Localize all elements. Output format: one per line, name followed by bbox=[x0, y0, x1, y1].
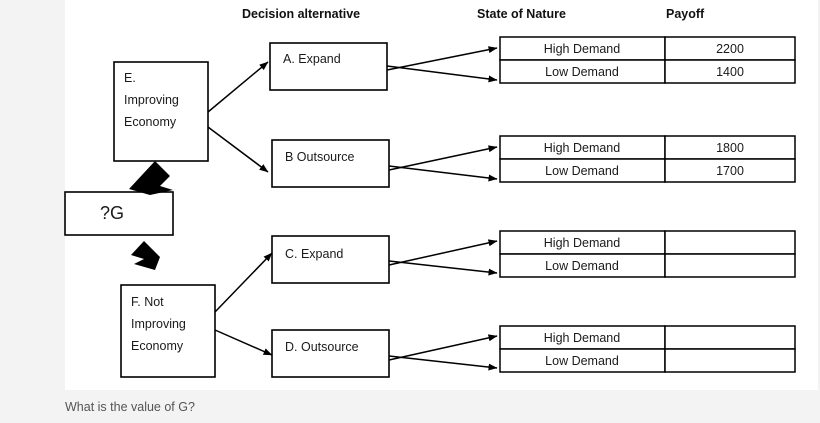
state-label-a-low: Low Demand bbox=[545, 65, 619, 79]
connector-b-to-high bbox=[388, 145, 498, 171]
node-economy-f-line-2: Improving bbox=[131, 317, 186, 331]
connector-b-to-low bbox=[388, 165, 498, 182]
node-alternative-d-label: D. Outsource bbox=[285, 340, 359, 354]
connector-d-to-high bbox=[388, 334, 498, 361]
header-payoff: Payoff bbox=[666, 7, 705, 21]
payoff-cell-c-high bbox=[664, 230, 796, 255]
node-alternative-a bbox=[269, 42, 388, 91]
payoff-value-b-low: 1700 bbox=[716, 164, 744, 178]
connector-e-to-b bbox=[207, 126, 269, 173]
payoff-table-a: High Demand 2200 Low Demand 1400 bbox=[499, 36, 796, 84]
header-decision-alternative: Decision alternative bbox=[242, 7, 360, 21]
payoff-cell-b-low bbox=[664, 158, 796, 183]
payoff-value-a-high: 2200 bbox=[716, 42, 744, 56]
node-economy-e-line-1: E. bbox=[124, 71, 136, 85]
node-alternative-c bbox=[271, 235, 390, 284]
node-economy-e bbox=[113, 61, 209, 162]
connector-d-to-low bbox=[388, 355, 498, 371]
state-label-c-low: Low Demand bbox=[545, 259, 619, 273]
connector-a-to-high bbox=[386, 46, 498, 71]
node-root-g bbox=[64, 191, 174, 236]
state-label-b-high: High Demand bbox=[544, 141, 620, 155]
node-economy-f bbox=[120, 284, 216, 378]
node-root-g-label: ?G bbox=[100, 203, 124, 223]
state-label-c-high: High Demand bbox=[544, 236, 620, 250]
state-label-d-high: High Demand bbox=[544, 331, 620, 345]
node-alternative-d bbox=[271, 329, 390, 378]
state-label-a-high: High Demand bbox=[544, 42, 620, 56]
header-state-of-nature: State of Nature bbox=[477, 7, 566, 21]
payoff-table-d: High Demand Low Demand bbox=[499, 325, 796, 373]
node-alternative-a-label: A. Expand bbox=[283, 52, 341, 66]
payoff-value-b-high: 1800 bbox=[716, 141, 744, 155]
payoff-value-a-low: 1400 bbox=[716, 65, 744, 79]
node-economy-f-line-3: Economy bbox=[131, 339, 184, 353]
connector-a-to-low bbox=[386, 65, 498, 83]
block-arrow-f-to-g bbox=[131, 241, 160, 270]
figure-caption: What is the value of G? bbox=[65, 400, 195, 414]
state-label-b-low: Low Demand bbox=[545, 164, 619, 178]
block-arrow-e-to-g bbox=[129, 161, 173, 195]
connector-f-to-c bbox=[214, 252, 273, 313]
payoff-cell-c-low bbox=[664, 253, 796, 278]
payoff-cell-d-high bbox=[664, 325, 796, 350]
node-economy-e-line-2: Improving bbox=[124, 93, 179, 107]
node-economy-e-line-3: Economy bbox=[124, 115, 177, 129]
connector-e-to-a bbox=[207, 61, 269, 113]
payoff-cell-d-low bbox=[664, 348, 796, 373]
connector-f-to-d bbox=[214, 329, 273, 356]
node-alternative-b bbox=[271, 139, 390, 188]
node-alternative-b-label: B Outsource bbox=[285, 150, 355, 164]
payoff-cell-a-low bbox=[664, 59, 796, 84]
node-alternative-c-label: C. Expand bbox=[285, 247, 343, 261]
node-economy-f-line-1: F. Not bbox=[131, 295, 164, 309]
connector-c-to-high bbox=[388, 239, 498, 266]
payoff-table-c: High Demand Low Demand bbox=[499, 230, 796, 278]
payoff-table-b: High Demand 1800 Low Demand 1700 bbox=[499, 135, 796, 183]
connector-c-to-low bbox=[388, 260, 498, 276]
state-label-d-low: Low Demand bbox=[545, 354, 619, 368]
